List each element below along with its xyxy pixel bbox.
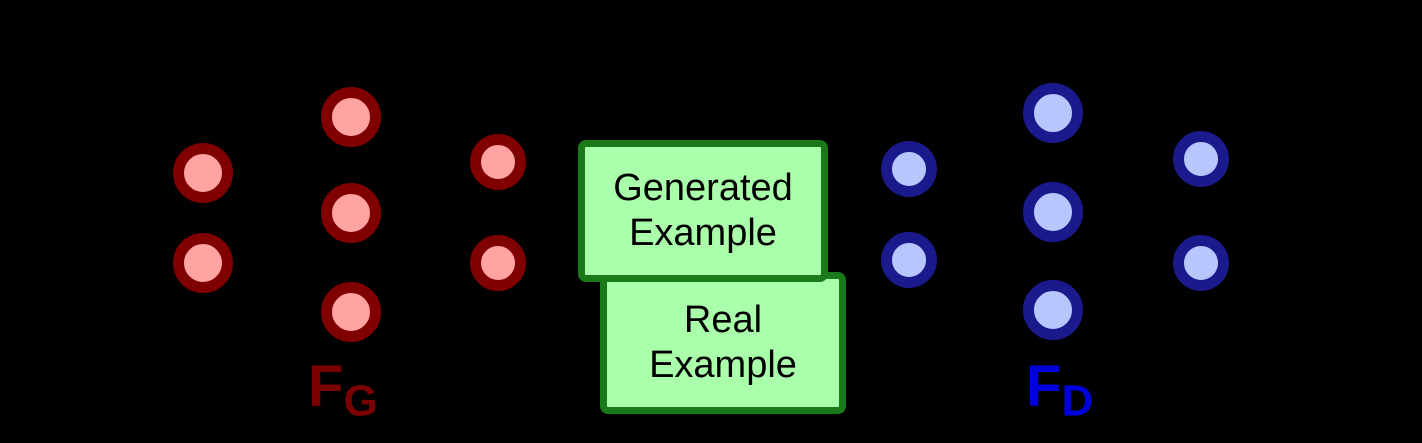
discriminator-node <box>1023 280 1083 340</box>
generator-node <box>321 282 381 342</box>
generated-example-box[interactable]: Generated Example <box>578 140 828 282</box>
discriminator-node <box>881 232 937 288</box>
generator-node <box>470 134 526 190</box>
discriminator-node <box>1023 182 1083 242</box>
discriminator-label-base: F <box>1026 354 1062 419</box>
generator-label-subscript: G <box>343 376 378 426</box>
generated-example-line-1: Generated <box>613 167 793 210</box>
generator-label: FG <box>308 358 378 424</box>
generated-example-line-2: Example <box>629 212 777 254</box>
real-example-line-1: Real <box>683 299 763 342</box>
real-example-box[interactable]: Real Example <box>600 272 846 414</box>
real-example-line-2: Example <box>649 344 797 386</box>
generator-node <box>470 235 526 291</box>
discriminator-label: FD <box>1026 358 1093 424</box>
generator-label-base: F <box>308 354 344 419</box>
generator-node <box>321 183 381 243</box>
generator-node <box>173 143 233 203</box>
discriminator-node <box>881 141 937 197</box>
discriminator-node <box>1023 83 1083 143</box>
discriminator-label-subscript: D <box>1061 376 1094 426</box>
discriminator-node <box>1173 235 1229 291</box>
generator-node <box>173 233 233 293</box>
discriminator-node <box>1173 131 1229 187</box>
generator-node <box>321 87 381 147</box>
